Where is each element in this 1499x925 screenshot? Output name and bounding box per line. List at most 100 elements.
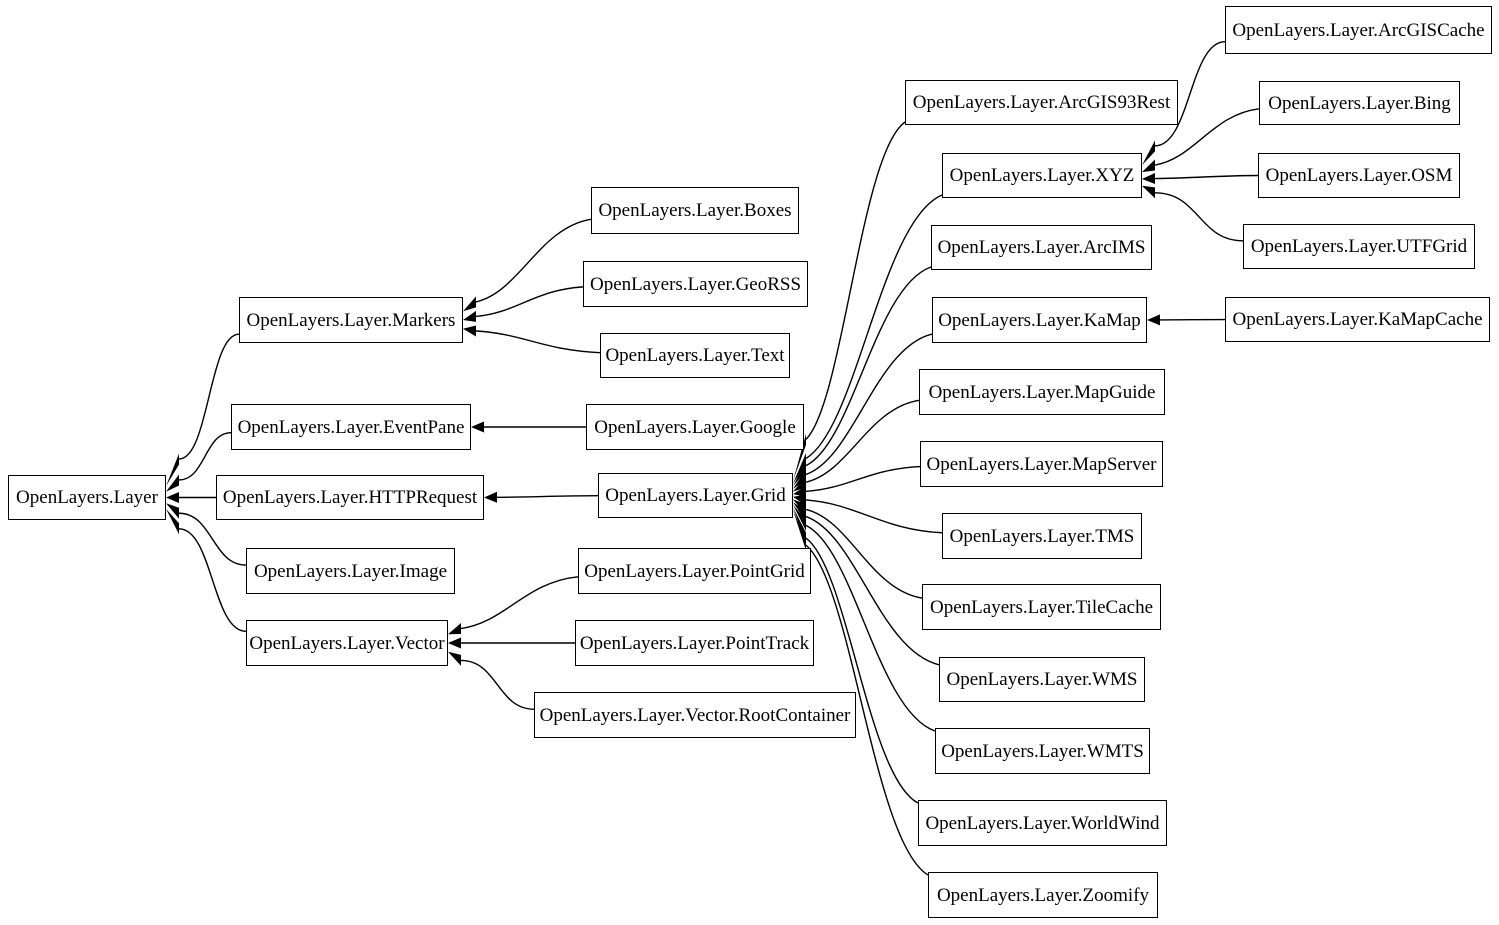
- class-node-label: OpenLayers.Layer.KaMap: [938, 309, 1141, 331]
- inheritance-edge-kamap-to-grid: [805, 333, 933, 476]
- inheritance-arrowhead: [793, 504, 806, 531]
- class-node-arcgis93rest[interactable]: OpenLayers.Layer.ArcGIS93Rest: [905, 80, 1178, 125]
- class-node-georss[interactable]: OpenLayers.Layer.GeoRSS: [583, 261, 808, 307]
- class-node-label: OpenLayers.Layer.ArcGISCache: [1232, 19, 1485, 41]
- class-node-xyz[interactable]: OpenLayers.Layer.XYZ: [942, 153, 1142, 198]
- inheritance-arrowhead: [1147, 314, 1160, 326]
- inheritance-edge-rootcontainer-to-vector: [460, 659, 535, 710]
- class-node-label: OpenLayers.Layer.Image: [253, 560, 448, 582]
- class-node-text[interactable]: OpenLayers.Layer.Text: [600, 333, 790, 378]
- inheritance-edge-georss-to-markers: [475, 286, 584, 318]
- class-node-layer[interactable]: OpenLayers.Layer: [8, 475, 166, 520]
- class-node-label: OpenLayers.Layer.Vector: [249, 632, 445, 654]
- inheritance-arrowhead: [793, 452, 806, 484]
- inheritance-arrowhead: [1142, 140, 1155, 166]
- class-node-label: OpenLayers.Layer.TMS: [949, 525, 1135, 547]
- inheritance-arrowhead: [1142, 159, 1155, 173]
- inheritance-arrowhead: [166, 474, 179, 492]
- class-node-boxes[interactable]: OpenLayers.Layer.Boxes: [591, 187, 799, 234]
- inheritance-arrowhead: [793, 502, 806, 523]
- class-node-bing[interactable]: OpenLayers.Layer.Bing: [1259, 81, 1460, 125]
- class-node-wmts[interactable]: OpenLayers.Layer.WMTS: [935, 728, 1150, 774]
- inheritance-arrowhead: [793, 494, 806, 506]
- class-node-label: OpenLayers.Layer.WMS: [946, 669, 1138, 690]
- class-node-kamap[interactable]: OpenLayers.Layer.KaMap: [932, 297, 1147, 343]
- inheritance-edge-utfgrid-to-xyz: [1154, 192, 1244, 242]
- inheritance-arrowhead: [793, 507, 806, 544]
- class-node-label: OpenLayers.Layer.Text: [605, 345, 785, 366]
- inheritance-edge-grid-to-httprequest: [496, 494, 599, 498]
- inheritance-edge-mapserver-to-grid: [805, 465, 921, 493]
- inheritance-edge-vector-to-layer: [178, 528, 247, 633]
- class-node-label: OpenLayers.Layer.Vector.RootContainer: [539, 704, 851, 726]
- class-node-label: OpenLayers.Layer: [16, 487, 158, 508]
- class-node-arcims[interactable]: OpenLayers.Layer.ArcIMS: [931, 225, 1152, 270]
- class-node-tilecache[interactable]: OpenLayers.Layer.TileCache: [922, 584, 1161, 630]
- inheritance-edge-markers-to-layer: [178, 333, 240, 460]
- class-node-label: OpenLayers.Layer.PointGrid: [584, 560, 805, 582]
- class-node-mapguide[interactable]: OpenLayers.Layer.MapGuide: [919, 369, 1165, 415]
- inheritance-arrowhead: [463, 325, 476, 337]
- class-node-osm[interactable]: OpenLayers.Layer.OSM: [1258, 153, 1460, 198]
- class-node-label: OpenLayers.Layer.MapServer: [926, 453, 1157, 475]
- inheritance-edge-arcgis93rest-to-grid: [805, 121, 906, 440]
- class-node-arcgiscache[interactable]: OpenLayers.Layer.ArcGISCache: [1225, 6, 1492, 54]
- class-node-label: OpenLayers.Layer.UTFGrid: [1250, 236, 1468, 257]
- class-node-label: OpenLayers.Layer.Grid: [605, 485, 786, 506]
- class-node-label: OpenLayers.Layer.ArcIMS: [937, 237, 1146, 258]
- class-node-label: OpenLayers.Layer.MapGuide: [928, 381, 1156, 403]
- class-node-tms[interactable]: OpenLayers.Layer.TMS: [942, 513, 1142, 559]
- class-node-zoomify[interactable]: OpenLayers.Layer.Zoomify: [928, 872, 1158, 918]
- inheritance-edge-eventpane-to-layer: [178, 431, 232, 481]
- class-node-label: OpenLayers.Layer.KaMapCache: [1232, 309, 1483, 330]
- inheritance-edge-osm-to-xyz: [1154, 174, 1259, 180]
- class-node-worldwind[interactable]: OpenLayers.Layer.WorldWind: [918, 800, 1167, 846]
- inheritance-edge-pointgrid-to-vector: [460, 576, 579, 630]
- inheritance-arrowhead: [166, 508, 179, 535]
- class-node-kamapcache[interactable]: OpenLayers.Layer.KaMapCache: [1225, 297, 1490, 342]
- inheritance-arrowhead: [1142, 173, 1155, 185]
- class-node-eventpane[interactable]: OpenLayers.Layer.EventPane: [231, 404, 471, 450]
- class-node-pointtrack[interactable]: OpenLayers.Layer.PointTrack: [575, 620, 814, 666]
- class-node-label: OpenLayers.Layer.Google: [594, 416, 796, 438]
- class-node-wms[interactable]: OpenLayers.Layer.WMS: [939, 657, 1145, 702]
- inheritance-arrowhead: [793, 460, 806, 487]
- inheritance-arrowhead: [448, 637, 461, 649]
- class-node-label: OpenLayers.Layer.PointTrack: [579, 632, 810, 654]
- class-node-image[interactable]: OpenLayers.Layer.Image: [246, 548, 455, 594]
- class-node-rootcontainer[interactable]: OpenLayers.Layer.Vector.RootContainer: [534, 692, 856, 738]
- class-node-label: OpenLayers.Layer.Zoomify: [936, 884, 1150, 906]
- class-node-grid[interactable]: OpenLayers.Layer.Grid: [598, 473, 793, 518]
- inheritance-arrowhead: [463, 296, 476, 312]
- inheritance-edge-tilecache-to-grid: [805, 508, 923, 599]
- class-node-httprequest[interactable]: OpenLayers.Layer.HTTPRequest: [216, 475, 484, 520]
- inheritance-arrowhead: [793, 485, 806, 497]
- inheritance-edge-arcims-to-grid: [805, 266, 932, 467]
- inheritance-arrowhead: [471, 421, 484, 433]
- class-node-label: OpenLayers.Layer.GeoRSS: [589, 273, 802, 295]
- class-node-utfgrid[interactable]: OpenLayers.Layer.UTFGrid: [1243, 224, 1475, 269]
- inheritance-edge-text-to-markers: [475, 330, 601, 354]
- inheritance-arrowhead: [1142, 185, 1155, 199]
- class-node-label: OpenLayers.Layer.HTTPRequest: [222, 487, 478, 508]
- class-node-label: OpenLayers.Layer.ArcGIS93Rest: [912, 92, 1171, 113]
- class-node-google[interactable]: OpenLayers.Layer.Google: [586, 404, 804, 450]
- inheritance-arrowhead: [166, 503, 179, 519]
- inheritance-arrowhead: [793, 499, 806, 515]
- class-node-pointgrid[interactable]: OpenLayers.Layer.PointGrid: [578, 548, 811, 594]
- inheritance-edge-image-to-layer: [178, 512, 247, 566]
- inheritance-arrowhead: [793, 468, 806, 489]
- class-node-mapserver[interactable]: OpenLayers.Layer.MapServer: [920, 441, 1163, 487]
- inheritance-edge-mapguide-to-grid: [805, 399, 920, 483]
- inheritance-edge-worldwind-to-grid: [805, 537, 919, 804]
- class-node-label: OpenLayers.Layer.Bing: [1268, 92, 1451, 114]
- class-node-label: OpenLayers.Layer.WorldWind: [925, 812, 1160, 834]
- class-node-markers[interactable]: OpenLayers.Layer.Markers: [239, 297, 463, 343]
- inheritance-arrowhead: [448, 651, 461, 666]
- inheritance-arrowhead: [166, 492, 179, 503]
- class-node-vector[interactable]: OpenLayers.Layer.Vector: [246, 620, 448, 666]
- inheritance-arrowhead: [793, 476, 806, 492]
- inheritance-arrowhead: [484, 491, 497, 503]
